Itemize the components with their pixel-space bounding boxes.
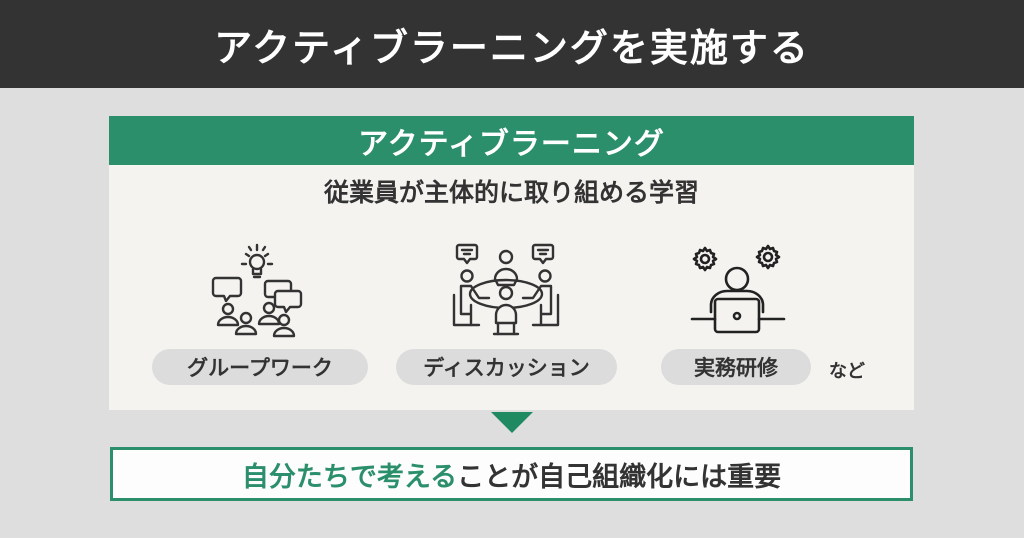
gear-icon bbox=[755, 244, 781, 270]
conclusion-highlight: 自分たちで考える bbox=[241, 461, 458, 493]
title-bar: アクティブラーニングを実施する bbox=[0, 0, 1024, 88]
discussion-icon bbox=[452, 243, 560, 336]
card-panel: 従業員が主体的に取り組める学習 グループワーク bbox=[109, 165, 914, 410]
page-title: アクティブラーニングを実施する bbox=[214, 25, 810, 70]
practical-training-item bbox=[689, 239, 789, 339]
card-subtitle: 従業員が主体的に取り組める学習 bbox=[323, 178, 699, 207]
down-arrow-icon bbox=[491, 412, 533, 433]
practical-training-label: 実務研修 bbox=[661, 349, 811, 385]
etc-label: など bbox=[829, 361, 865, 382]
conclusion-box: 自分たちで考えることが自己組織化には重要 bbox=[110, 447, 913, 501]
practical-training-icon bbox=[690, 244, 786, 334]
group-work-label: グループワーク bbox=[152, 349, 368, 385]
card-heading-bar: アクティブラーニング bbox=[109, 116, 914, 165]
conclusion-text: ことが自己組織化には重要 bbox=[457, 461, 782, 493]
gear-icon bbox=[692, 246, 718, 272]
card-heading: アクティブラーニング bbox=[358, 126, 665, 162]
discussion-text: ディスカッション bbox=[423, 356, 590, 380]
discussion-item bbox=[449, 239, 569, 339]
discussion-label: ディスカッション bbox=[396, 349, 617, 385]
practical-training-text: 実務研修 bbox=[694, 356, 778, 380]
group-work-icon bbox=[211, 243, 303, 338]
group-work-item bbox=[206, 241, 316, 341]
group-work-text: グループワーク bbox=[187, 356, 333, 380]
